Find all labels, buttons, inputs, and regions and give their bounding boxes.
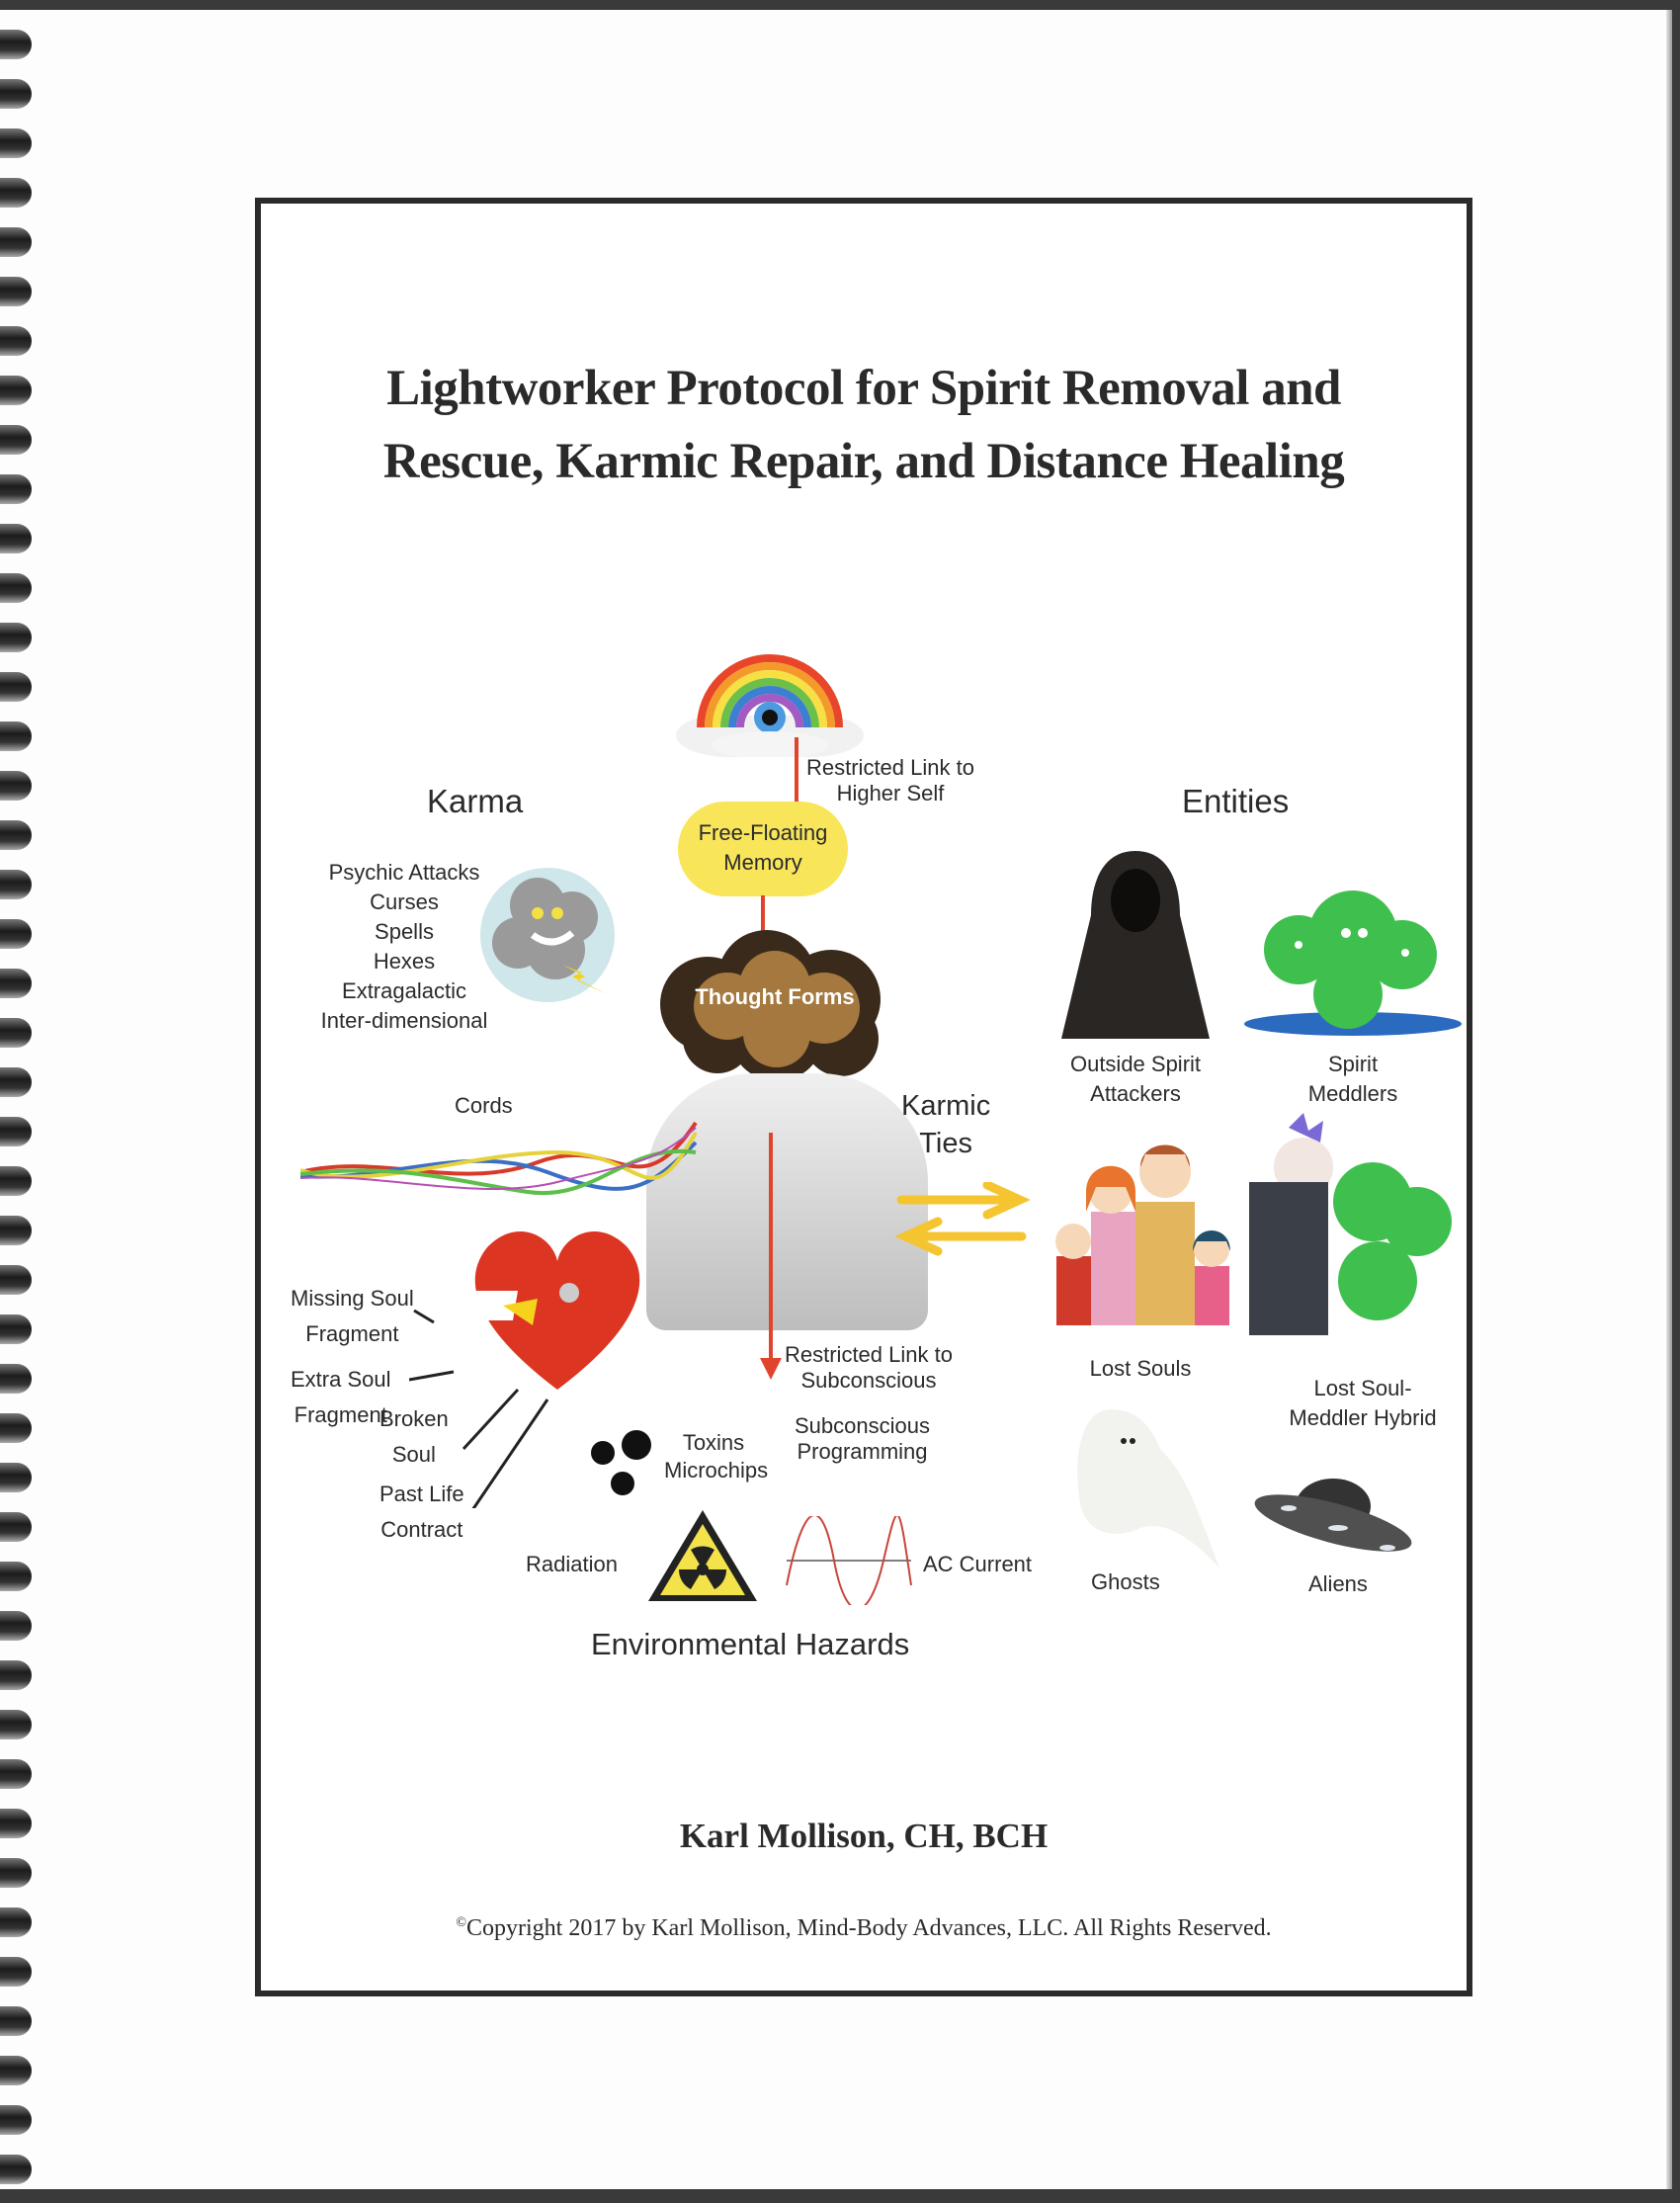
spiral-coil [0, 524, 32, 553]
page-edge [1666, 10, 1672, 2189]
spiral-coil [0, 1314, 32, 1344]
page-title: Lightworker Protocol for Spirit Removal … [261, 352, 1467, 498]
cords-label: Cords [455, 1093, 513, 1118]
ufo-icon [1254, 1479, 1412, 1552]
memory-label: Free-Floating Memory [698, 820, 828, 875]
toxin-dots-icon [591, 1430, 651, 1495]
cords-icon [300, 1121, 698, 1196]
subconscious-link-label: Restricted Link to Subconscious [785, 1342, 953, 1393]
spiral-coil [0, 1265, 32, 1295]
hooded-figure-icon [1061, 851, 1210, 1039]
subconscious-programming-label: Subconscious Programming [795, 1413, 930, 1464]
lost-soul-meddler-hybrid-label: Lost Soul-Meddler Hybrid [1289, 1376, 1437, 1430]
spiral-coil [0, 1117, 32, 1146]
spiral-coil [0, 820, 32, 850]
memory-link-line [761, 895, 765, 935]
ghosts-label: Ghosts [1091, 1569, 1160, 1594]
spiral-coil [0, 1710, 32, 1739]
pointer-lines [409, 1309, 549, 1508]
spiral-coil [0, 326, 32, 356]
spiral-coil [0, 2105, 32, 2135]
spiral-coil [0, 2006, 32, 2036]
spiral-coil [0, 870, 32, 899]
karma-heading: Karma [427, 783, 524, 819]
spiral-coil [0, 1611, 32, 1641]
karmic-ties-arrows-icon [894, 1182, 1031, 1256]
spiral-coil [0, 1463, 32, 1492]
radiation-label: Radiation [526, 1552, 618, 1576]
spiral-coil [0, 1018, 32, 1048]
spiral-coil [0, 771, 32, 801]
spiral-coil [0, 1907, 32, 1937]
cover-frame: Lightworker Protocol for Spirit Removal … [255, 198, 1472, 1996]
spiral-coil [0, 425, 32, 455]
spiral-coil [0, 376, 32, 405]
spiral-coil [0, 1957, 32, 1987]
spiral-coil [0, 1067, 32, 1097]
spiral-coil [0, 2056, 32, 2085]
higher-self-link-label: Restricted Link to Higher Self [806, 755, 974, 805]
environmental-hazards-heading: Environmental Hazards [591, 1627, 910, 1661]
spirit-meddlers-icon [1244, 890, 1462, 1036]
spiral-coil [0, 474, 32, 504]
spiral-coil [0, 1512, 32, 1542]
spiral-coil [0, 721, 32, 751]
thought-forms-cloud [660, 930, 881, 1081]
spiral-coil [0, 1562, 32, 1591]
memory-cloud [678, 802, 848, 896]
lost-soul-meddler-hybrid-icon [1249, 1113, 1452, 1335]
spiral-coil [0, 1413, 32, 1443]
subconscious-link-line [769, 1133, 773, 1360]
spiral-coil [0, 2155, 32, 2184]
title-line-2: Rescue, Karmic Repair, and Distance Heal… [382, 434, 1345, 489]
spiral-coil [0, 1364, 32, 1394]
human-head-figure [646, 1073, 928, 1330]
spiral-binding [0, 10, 34, 2189]
spiral-coil [0, 227, 32, 257]
spiral-coil [0, 1166, 32, 1196]
spiral-coil [0, 623, 32, 652]
spiral-coil [0, 1216, 32, 1245]
higher-self-link-line [795, 737, 798, 806]
spiral-coil [0, 919, 32, 949]
lost-souls-label: Lost Souls [1089, 1356, 1192, 1381]
ac-current-label: AC Current [923, 1552, 1033, 1576]
spiral-coil [0, 672, 32, 702]
spiral-coil [0, 573, 32, 603]
ghost-icon [1077, 1409, 1219, 1568]
spiral-coil [0, 1660, 32, 1690]
copyright-notice: ©Copyright 2017 by Karl Mollison, Mind-B… [456, 1915, 1272, 1941]
spiral-coil [0, 178, 32, 208]
spiral-coil [0, 30, 32, 59]
ac-current-wave-icon [786, 1516, 912, 1605]
down-arrow-icon [760, 1358, 782, 1380]
spiral-coil [0, 277, 32, 306]
lost-souls-family-icon [1055, 1144, 1230, 1325]
title-line-1: Lightworker Protocol for Spirit Removal … [386, 361, 1341, 416]
spiral-coil [0, 79, 32, 109]
broken-heart-icon [463, 1230, 640, 1390]
spiral-coil [0, 128, 32, 158]
spiral-coil [0, 1759, 32, 1789]
rainbow-eye-icon [676, 654, 864, 757]
aliens-label: Aliens [1308, 1571, 1368, 1596]
thought-forms-label: Thought Forms [695, 984, 855, 1009]
radiation-warning-icon [648, 1510, 757, 1601]
entities-heading: Entities [1182, 783, 1290, 819]
spiral-coil [0, 1809, 32, 1838]
spiral-coil [0, 969, 32, 998]
angry-storm-cloud-icon [480, 868, 615, 1002]
spiral-coil [0, 1858, 32, 1888]
author-name: Karl Mollison, CH, BCH [679, 1817, 1049, 1855]
